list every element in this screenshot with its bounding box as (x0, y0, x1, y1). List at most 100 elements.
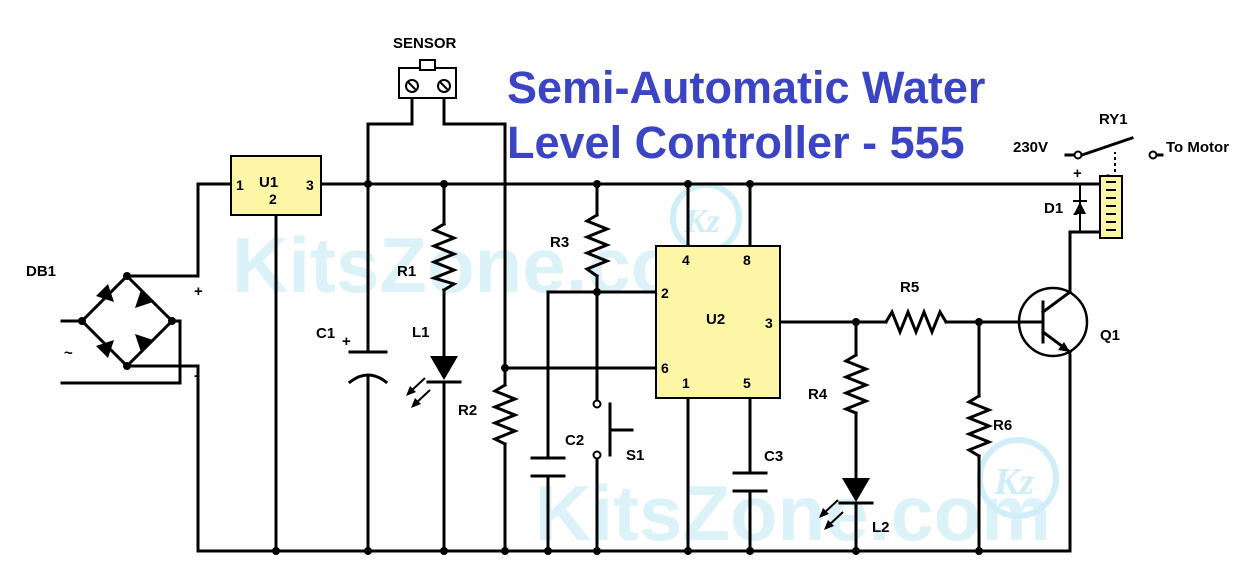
sensor-terminal: SENSOR (393, 35, 457, 99)
label-q1: Q1 (1100, 327, 1120, 344)
label-r6: R6 (993, 417, 1012, 434)
diode-symbol (135, 290, 153, 308)
wire-q1-collector (1068, 230, 1110, 292)
junction (501, 547, 509, 555)
label-r4: R4 (808, 386, 828, 403)
wire-db1-plus (125, 182, 200, 278)
r1-body (429, 221, 459, 293)
r3-body (582, 212, 612, 279)
label-c3: C3 (764, 448, 783, 465)
capacitor-c3: C3 (732, 448, 783, 493)
u2-pin5: 5 (743, 375, 751, 391)
junction (975, 547, 983, 555)
u1-pin2: 2 (269, 191, 277, 207)
label-230v: 230V (1013, 139, 1048, 156)
resistor-r6: R6 (964, 393, 1012, 459)
u1-pin3: 3 (306, 177, 314, 193)
resistor-r5: R5 (883, 279, 949, 337)
label-c2: C2 (565, 432, 584, 449)
arrow-icon (406, 386, 416, 396)
resistor-r4: R4 (808, 352, 871, 415)
label-r2: R2 (458, 402, 477, 419)
label-r5: R5 (900, 279, 919, 296)
resistor-r3: R3 (550, 212, 612, 279)
sensor-tab (419, 59, 436, 71)
relay-arm (1080, 136, 1134, 157)
wire-db1-minus (125, 364, 200, 553)
label-u1: U1 (259, 174, 278, 191)
label-u2: U2 (706, 311, 725, 328)
junction (593, 288, 601, 296)
watermark: KitsZone.com KitsZone.com Kz Kz (232, 182, 1059, 557)
junction (364, 180, 372, 188)
label-l1: L1 (412, 324, 430, 341)
u2-pin2: 2 (661, 285, 669, 301)
u2-pin3: 3 (765, 315, 773, 331)
capacitor-c1: C1 + (316, 325, 389, 385)
watermark-logo-2: Kz (993, 461, 1034, 503)
label-ry1: RY1 (1099, 111, 1128, 128)
l2-triangle (842, 478, 870, 502)
junctions (78, 180, 983, 555)
junction (364, 547, 372, 555)
junction (593, 547, 601, 555)
junction (440, 547, 448, 555)
timer-ic-u2: U2 4 8 2 6 3 1 5 (655, 245, 781, 399)
diode-symbol (135, 334, 153, 352)
u2-pin4: 4 (682, 252, 690, 268)
u1-pin1: 1 (236, 177, 244, 193)
regulator-u1: U1 1 2 3 (230, 155, 322, 216)
label-sensor: SENSOR (393, 35, 457, 52)
led-l1: L1 (406, 324, 462, 408)
u2-pin8: 8 (743, 252, 751, 268)
r4-body (841, 352, 871, 415)
label-db1-minus: - (194, 367, 199, 384)
u2-pin1: 1 (682, 375, 690, 391)
junction (684, 180, 692, 188)
junction (852, 547, 860, 555)
diode-symbol (96, 340, 114, 358)
u2-pin6: 6 (661, 360, 669, 376)
label-d1: D1 (1044, 200, 1063, 217)
junction (975, 318, 983, 326)
junction (440, 180, 448, 188)
sensor-screw-slot (439, 81, 449, 91)
label-to-motor: To Motor (1166, 139, 1229, 156)
s1-contact (592, 450, 602, 460)
title-line-1: Semi-Automatic Water (507, 62, 985, 113)
label-r1: R1 (397, 263, 416, 280)
sensor-screw-slot (407, 81, 417, 91)
switch-s1: S1 (592, 399, 644, 464)
wire-sensor-right (442, 96, 507, 370)
led-l2: L2 (819, 478, 890, 536)
c1-plate-bottom (347, 373, 389, 385)
arrow-icon (411, 398, 421, 408)
junction (746, 180, 754, 188)
r5-body (883, 307, 949, 337)
arrow-icon (1058, 342, 1070, 352)
bridge-outline (79, 273, 175, 369)
u2-body (655, 245, 781, 399)
r2-body (490, 382, 520, 447)
label-db1: DB1 (26, 263, 56, 280)
junction (746, 547, 754, 555)
bridge-rectifier-db1: DB1 + - ~ (26, 263, 203, 384)
arrow-icon (824, 520, 834, 530)
junction (544, 547, 552, 555)
relay-contact (1148, 150, 1158, 160)
junction (501, 364, 509, 372)
resistor-r1: R1 (397, 221, 459, 293)
arrow-icon (819, 508, 829, 518)
capacitor-c2: C2 (530, 432, 584, 478)
transistor-q1: Q1 (1017, 286, 1120, 358)
l1-triangle (430, 356, 458, 380)
relay-coil-windings (1106, 181, 1116, 231)
junction (272, 547, 280, 555)
label-db1-plus: + (194, 283, 203, 300)
title-line-2: Level Controller - 555 (507, 117, 965, 168)
q1-collector (1040, 289, 1073, 315)
label-c1: C1 (316, 325, 335, 342)
r6-body (964, 393, 994, 459)
ac-symbol: ~ (64, 345, 73, 362)
